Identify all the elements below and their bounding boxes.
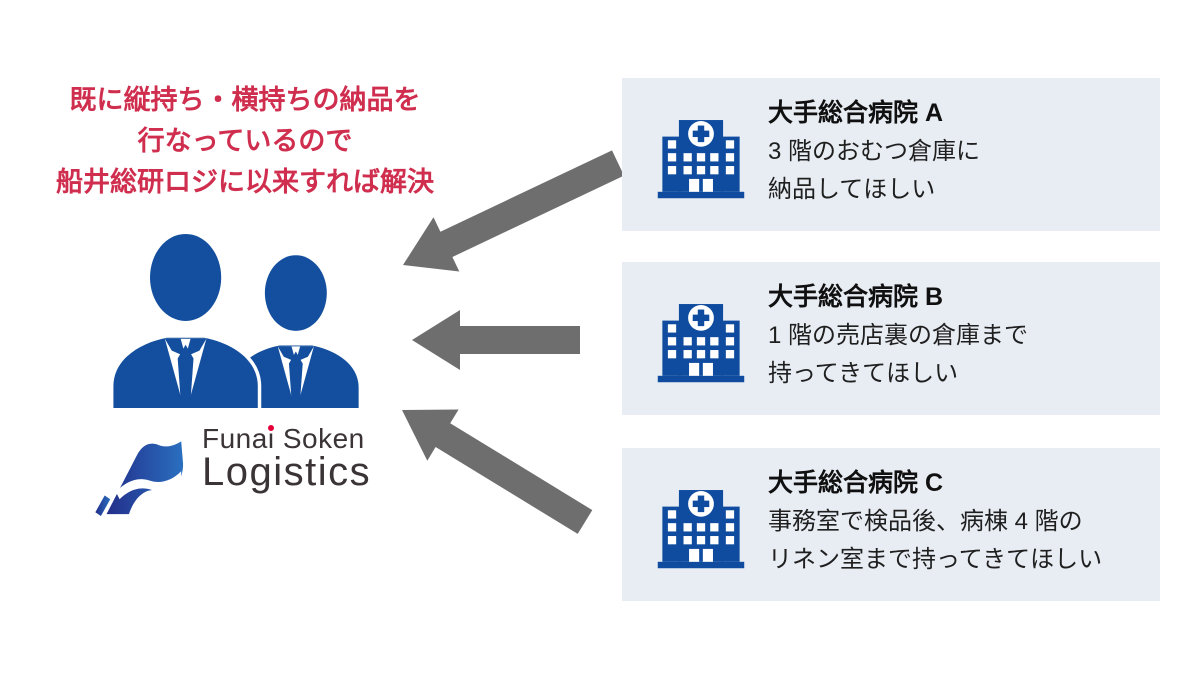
logo-text: Funai Soken Logistics — [202, 423, 372, 494]
logo-line-funai-soken: Funai Soken — [202, 423, 365, 454]
businessmen-silhouette-icon — [109, 230, 359, 408]
hospital-request-line: リネン室まで持ってきてほしい — [768, 546, 1103, 573]
hospital-building-icon — [657, 304, 745, 383]
headline: 既に縦持ち・横持ちの納品を 行なっているので 船井総研ロジに以来すれば解決 — [25, 80, 465, 203]
card-text-block: 大手総合病院 C 事務室で検品後、病棟 4 階の リネン室まで持ってきてほしい — [768, 463, 1102, 579]
card-text-block: 大手総合病院 B 1 階の売店裏の倉庫まで 持ってきてほしい — [768, 277, 1028, 393]
hospital-title: 大手総合病院 C — [768, 469, 944, 497]
headline-line-2: 行なっているので — [137, 126, 353, 156]
hospital-card-a: 大手総合病院 A 3 階のおむつ倉庫に 納品してほしい — [622, 78, 1160, 231]
hospital-request-line: 持ってきてほしい — [768, 360, 959, 387]
logo-line-logistics: Logistics — [202, 450, 372, 494]
hospital-building-icon — [657, 120, 745, 199]
hospital-title: 大手総合病院 B — [768, 283, 944, 311]
hospital-request-line: 納品してほしい — [768, 176, 936, 203]
card-text-block: 大手総合病院 A 3 階のおむつ倉庫に 納品してほしい — [768, 93, 980, 209]
headline-line-1: 既に縦持ち・横持ちの納品を — [69, 85, 421, 115]
funai-soken-logistics-logo: Funai Soken Logistics — [92, 424, 402, 519]
hospital-card-c: 大手総合病院 C 事務室で検品後、病棟 4 階の リネン室まで持ってきてほしい — [622, 448, 1160, 601]
hospital-request-line: 1 階の売店裏の倉庫まで — [768, 322, 1029, 349]
hospital-request-line: 3 階のおむつ倉庫に — [768, 138, 981, 165]
headline-line-3: 船井総研ロジに以来すれば解決 — [56, 167, 434, 197]
hospital-request-line: 事務室で検品後、病棟 4 階の — [768, 508, 1083, 535]
logo-flag-mark-icon — [95, 441, 184, 516]
hospital-title: 大手総合病院 A — [768, 99, 944, 127]
hospital-card-b: 大手総合病院 B 1 階の売店裏の倉庫まで 持ってきてほしい — [622, 262, 1160, 415]
logo-red-dot-i: i — [267, 423, 275, 454]
hospital-building-icon — [657, 490, 745, 569]
arrow-middle-left-icon — [412, 310, 580, 370]
arrow-bottom-left-icon — [402, 409, 593, 534]
